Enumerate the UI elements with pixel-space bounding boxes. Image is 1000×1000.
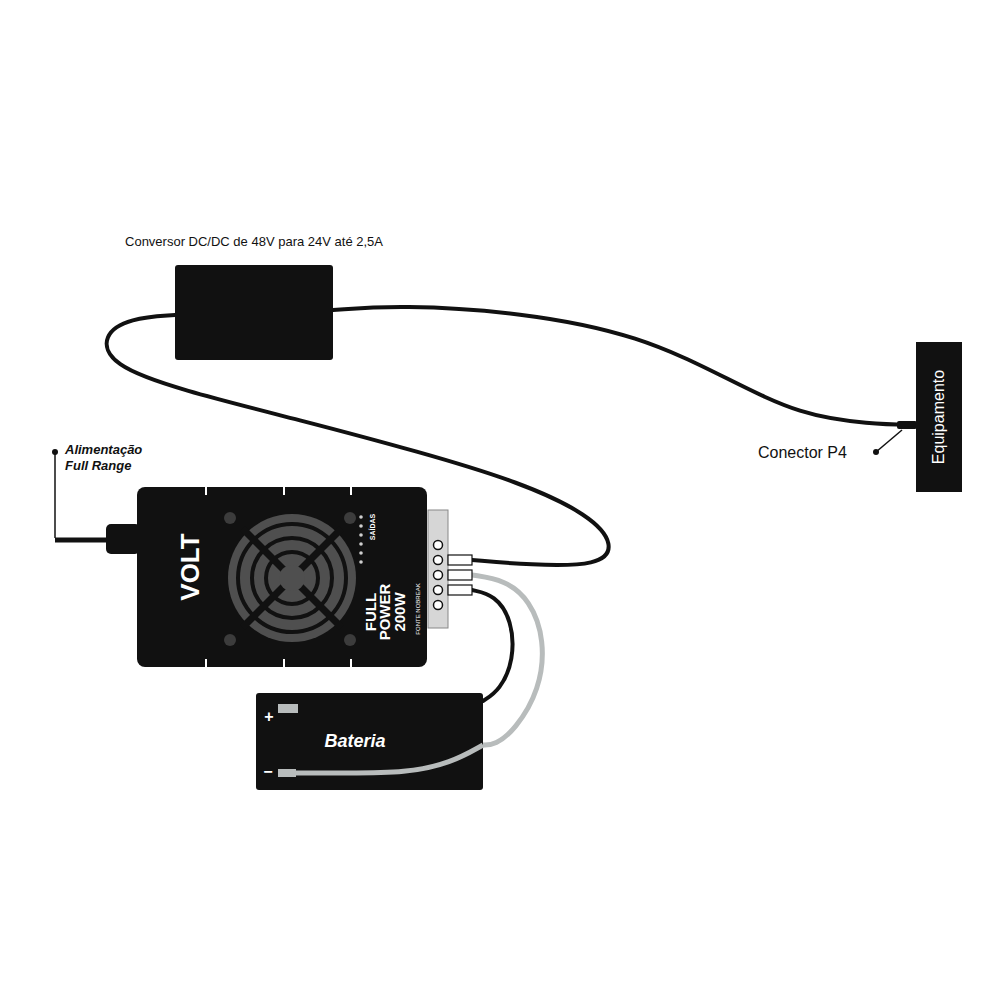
battery-positive-wire [472,590,512,701]
terminal-screw [434,601,443,610]
terminal-screw [434,571,443,580]
leader-line [54,452,56,538]
screw [344,634,356,646]
converter-box: Conversor DC/DC de 48V para 24V até 2,5A [175,265,333,360]
type-label: FONTE NOBREAK [415,583,422,634]
power-supply: VOLT SAÍDAS FULL POWER 200W FONTE NOBREAK [137,487,472,667]
power-plug [106,524,140,554]
housing [137,487,427,667]
housing-notch [350,659,352,667]
converter-title: Conversor DC/DC de 48V para 24V até 2,5A [125,235,383,249]
led [359,533,363,537]
housing-notch [283,659,285,667]
terminal-lug [448,585,472,595]
fan [228,514,356,642]
equipment-label: Equipamento [930,370,948,464]
terminal-screw [434,586,443,595]
terminal-lug [448,555,472,565]
equipment-box: Equipamento [916,342,962,492]
led [359,551,363,555]
fan-spoke [243,529,342,628]
polarity-minus: − [263,763,272,781]
battery-box: + Bateria − [256,693,483,790]
model-label: FULL POWER 200W [364,583,407,641]
battery-label: Bateria [324,732,385,752]
power-cord [55,538,112,543]
screw [224,512,236,524]
led [359,524,363,528]
housing-notch [205,659,207,667]
terminal-screw [434,541,443,550]
negative-wire-inside [294,745,483,773]
polarity-plus: + [264,708,273,726]
outputs-label: SAÍDAS [369,514,377,540]
fan-spoke [243,529,342,628]
leader-line [876,430,902,452]
power-input-label: Alimentação Full Range [65,442,153,473]
housing-notch [205,487,207,495]
positive-terminal [278,704,298,713]
housing-notch [350,487,352,495]
connector-label: Conector P4 [758,443,847,462]
led [359,560,363,564]
screw [344,512,356,524]
terminal-screw [434,556,443,565]
brand-logo: VOLT [176,533,205,600]
output-cable [333,307,916,425]
led [359,515,363,519]
fan-gap [238,524,346,632]
fan-hub [279,565,305,591]
fan-ring [228,514,356,642]
terminal-strip [428,510,448,628]
led [359,542,363,546]
housing-notch [283,487,285,495]
screw [224,634,236,646]
negative-terminal [278,769,296,777]
terminal-lug [448,570,472,580]
